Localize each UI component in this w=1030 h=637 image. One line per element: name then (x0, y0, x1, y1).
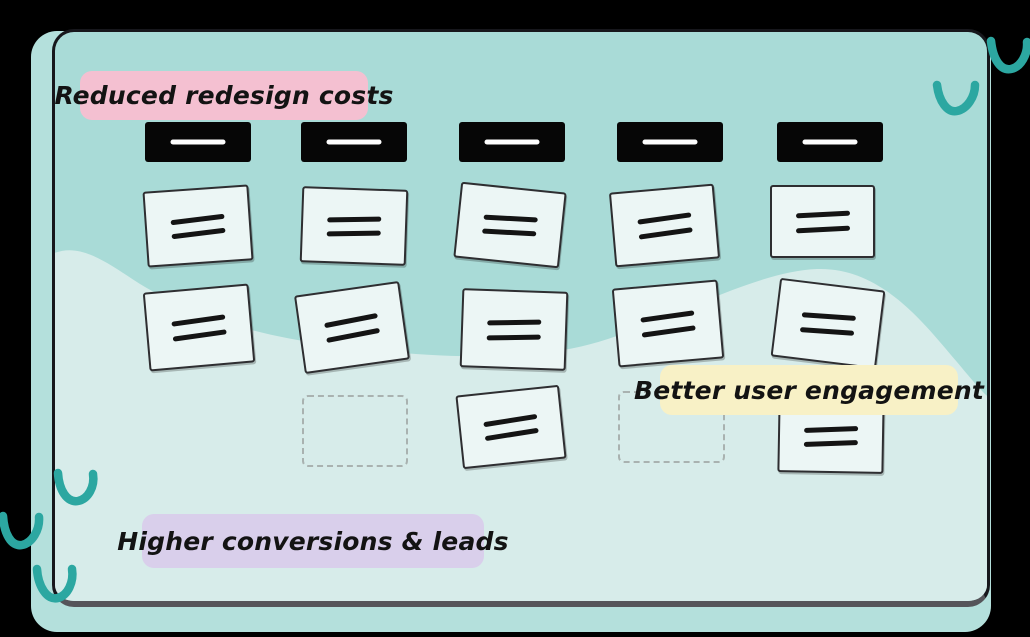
card-text-line (641, 324, 696, 337)
column-header-dash (802, 139, 858, 145)
card-text-line (326, 327, 380, 343)
sticky-card-col5-row2[interactable] (770, 277, 886, 370)
card-text-line (171, 227, 226, 239)
sticky-card-col3-row1[interactable] (453, 181, 567, 269)
column-header-1 (145, 122, 251, 162)
card-text-line (326, 230, 381, 236)
sticky-card-col3-row2[interactable] (459, 288, 569, 371)
card-text-line (795, 210, 850, 218)
highlight-label-better-user-engagement: Better user engagement (634, 365, 984, 415)
card-text-line (324, 312, 378, 328)
sticky-card-col1-row2[interactable] (142, 283, 256, 372)
card-text-line (636, 212, 691, 225)
card-text-line (172, 328, 227, 341)
card-text-line (803, 440, 858, 447)
column-header-3 (459, 122, 565, 162)
card-text-line (484, 427, 539, 441)
card-text-line (171, 314, 226, 327)
card-text-line (804, 425, 859, 432)
card-text-line (801, 312, 856, 321)
column-header-dash (484, 139, 540, 145)
card-text-line (795, 225, 850, 233)
sticky-card-col2-row2[interactable] (294, 281, 410, 374)
sticky-card-col2-row1[interactable] (299, 186, 409, 266)
column-header-5 (777, 122, 883, 162)
highlight-label-higher-conversions-leads: Higher conversions & leads (117, 514, 509, 568)
card-text-line (638, 226, 693, 239)
card-text-line (327, 216, 382, 222)
card-text-line (640, 310, 695, 323)
card-text-line (487, 319, 542, 325)
column-header-dash (642, 139, 698, 145)
sticky-card-col4-row2[interactable] (611, 279, 725, 368)
highlight-label-reduced-redesign-costs: Reduced redesign costs (54, 71, 393, 120)
sticky-card-col5-row1[interactable] (770, 185, 875, 258)
card-drop-placeholder-col2[interactable] (302, 395, 408, 467)
card-text-line (483, 413, 538, 427)
card-text-line (800, 326, 855, 335)
sticky-card-col1-row1[interactable] (142, 184, 254, 268)
doodle-squiggle-top-right-outer (986, 36, 1030, 74)
sticky-card-col4-row1[interactable] (608, 183, 721, 268)
card-text-line (170, 213, 225, 225)
column-header-2 (301, 122, 407, 162)
sticky-card-col3-row3[interactable] (455, 384, 567, 470)
card-text-line (486, 334, 541, 340)
column-header-dash (326, 139, 382, 145)
column-header-4 (617, 122, 723, 162)
card-text-line (482, 228, 537, 236)
card-text-line (483, 214, 538, 222)
column-header-dash (170, 139, 226, 145)
